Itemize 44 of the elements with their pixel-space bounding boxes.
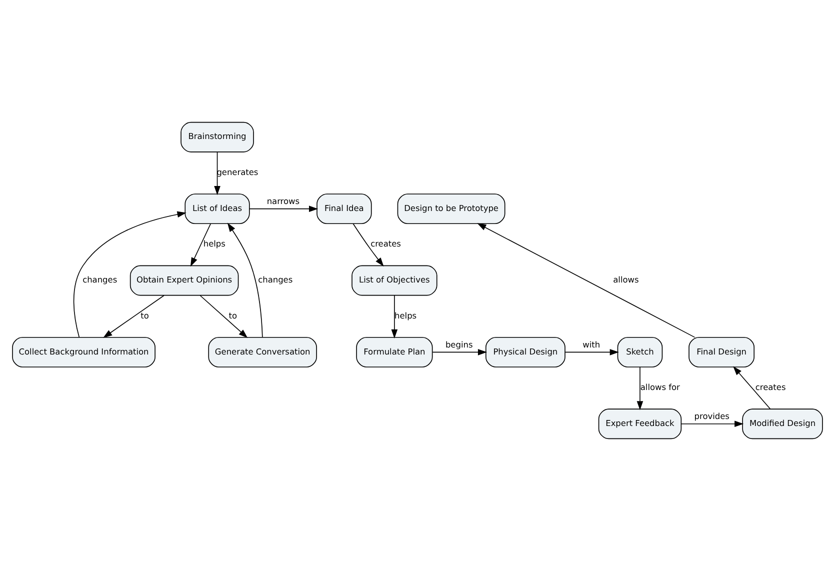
edge-label: provides [694, 410, 730, 421]
node-box: Brainstorming [180, 122, 254, 152]
arrow [190, 223, 212, 267]
arrow [680, 420, 744, 428]
node-box: Sketch [617, 336, 663, 368]
edge-label: helps [203, 238, 226, 249]
edge-label: narrows [266, 196, 300, 206]
arrow [733, 366, 771, 410]
arrow [227, 222, 263, 338]
edge-label: with [582, 339, 600, 350]
node-box: Collect Background Information [12, 336, 156, 368]
arrow [636, 366, 644, 410]
node-box: Physical Design [485, 336, 566, 368]
edge-label: to [228, 310, 238, 320]
arrow [214, 152, 220, 196]
arrow [352, 223, 384, 267]
arrow [391, 295, 398, 338]
node-box: Obtain Expert Opinions [130, 265, 239, 296]
arrow [200, 295, 248, 338]
node-box: Modified Design [742, 408, 823, 440]
node-box: List of Objectives [352, 265, 438, 296]
edge-label: allows [613, 274, 639, 285]
node-box: Final Design [688, 336, 754, 368]
arrow [73, 211, 186, 338]
edge-label: begins [445, 339, 473, 350]
node-box: Formulate Plan [356, 336, 433, 368]
arrow [103, 295, 164, 338]
node-box: Design to be Prototype [397, 194, 506, 224]
arrow [249, 206, 318, 212]
edge-label: helps [394, 310, 417, 320]
arrow [477, 223, 696, 338]
edge-label: changes [82, 274, 118, 285]
node-box: Generate Conversation [208, 336, 317, 368]
node-box: Expert Feedback [598, 408, 682, 440]
node-box: List of Ideas [184, 194, 250, 224]
arrow [432, 349, 488, 356]
node-box: Final Idea [316, 194, 372, 224]
edge-label: creates [755, 382, 786, 392]
edge-label: to [140, 310, 149, 320]
edge-label: generates [216, 167, 258, 178]
edge-label: allows for [640, 382, 680, 392]
edge-label: creates [370, 238, 401, 249]
arrow [564, 349, 619, 356]
edge-label: changes [258, 274, 293, 285]
